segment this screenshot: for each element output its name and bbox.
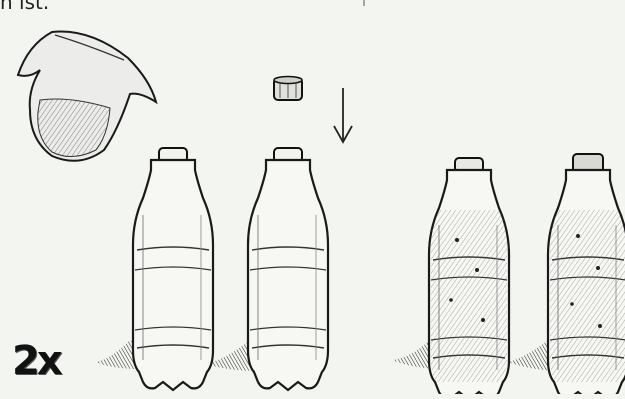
measuring-jug-icon bbox=[18, 32, 156, 161]
bottle-empty-1 bbox=[133, 148, 213, 390]
instruction-text: n ist. bbox=[0, 0, 49, 12]
bottle-cap-icon bbox=[274, 77, 302, 101]
bottle-empty-2 bbox=[248, 148, 328, 390]
multiplier-badge: 2x bbox=[12, 338, 60, 384]
bottle-filled-capped bbox=[548, 154, 625, 394]
down-arrow-icon bbox=[334, 88, 352, 142]
bottle-filled-open bbox=[429, 158, 509, 394]
